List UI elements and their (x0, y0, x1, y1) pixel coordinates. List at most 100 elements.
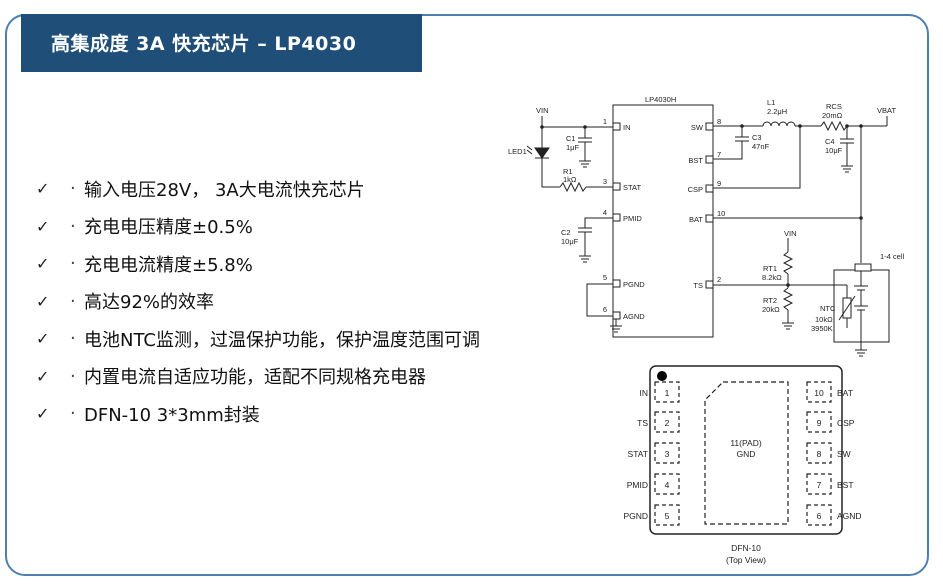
check-icon: ✓ (36, 404, 50, 424)
pin-number: 3 (665, 449, 670, 459)
r1-value: 1kΩ (563, 175, 577, 184)
pin-name: AGND (623, 312, 645, 321)
pin-name: PGND (623, 280, 645, 289)
c4-value: 10μF (825, 146, 843, 155)
pin-name: CSP (837, 418, 855, 428)
pin-number: 1 (603, 117, 607, 126)
feature-text: DFN-10 3*3mm封装 (84, 404, 260, 426)
page-title: 高集成度 3A 快充芯片 – LP4030 (51, 33, 357, 55)
c3-value: 47nF (752, 142, 770, 151)
r1-label: R1 (563, 167, 573, 176)
feature-list: ✓ · 输入电压28V， 3A大电流快充芯片 ✓ · 充电电压精度±0.5% ✓ · 充电电… (36, 170, 480, 433)
check-icon: ✓ (36, 216, 50, 236)
feature-text: 充电电流精度±5.8% (84, 254, 253, 276)
rt2-value: 20kΩ (762, 305, 780, 314)
check-icon: ✓ (36, 254, 50, 274)
pin-name: TS (637, 418, 648, 428)
check-icon: ✓ (36, 329, 50, 349)
pin-number: 5 (603, 273, 607, 282)
c4-label: C4 (825, 137, 835, 146)
rt1-label: RT1 (763, 264, 777, 273)
bullet-dot: · (70, 253, 76, 275)
feature-text: 充电电压精度±0.5% (84, 217, 253, 239)
vbat-label: VBAT (877, 106, 896, 115)
feature-item: ✓·DFN-10 3*3mm封装 (36, 395, 480, 433)
pin-name: BST (837, 480, 854, 490)
pin-number: 5 (665, 511, 670, 521)
ntc-label: NTC (820, 304, 836, 313)
rcs-value: 20mΩ (822, 111, 843, 120)
application-schematic: LP4030H VIN VBAT VIN LED1 C1 1μF R1 1kΩ … (508, 95, 905, 357)
pin1-marker (657, 371, 667, 381)
pin-number: 6 (817, 511, 822, 521)
pin-name: BAT (689, 215, 703, 224)
ts-supply-label: VIN (784, 229, 797, 238)
c1-value: 1μF (566, 143, 579, 152)
feature-text: 电池NTC监测，过温保护功能，保护温度范围可调 (84, 329, 480, 351)
bullet-dot: · (70, 178, 76, 200)
pin-name: AGND (837, 511, 862, 521)
pin-name: IN (623, 123, 631, 132)
package-label: DFN-10 (731, 543, 761, 553)
c2-label: C2 (561, 228, 571, 237)
pin-name: BAT (837, 388, 853, 398)
pin-name: BST (688, 156, 703, 165)
pin-name: PGND (623, 511, 648, 521)
bullet-dot: · (70, 365, 76, 387)
feature-item: ✓ · 输入电压28V， 3A大电流快充芯片 (36, 170, 480, 208)
check-icon: ✓ (36, 179, 50, 199)
pin-number: 1 (665, 388, 670, 398)
package-outline (649, 365, 843, 535)
chip-label: LP4030H (645, 95, 676, 104)
vin-label: VIN (536, 106, 549, 115)
l1-value: 2.2μH (767, 107, 787, 116)
pin-number: 7 (817, 480, 822, 490)
pin-number: 9 (817, 418, 822, 428)
bullet-dot: · (70, 215, 76, 237)
led-label: LED1 (508, 147, 527, 156)
feature-text: 输入电压28V， 3A大电流快充芯片 (84, 179, 365, 201)
check-icon: ✓ (36, 366, 50, 386)
ntc-value: 10kΩ (815, 315, 833, 324)
feature-text: 内置电流自适应功能，适配不同规格充电器 (84, 367, 426, 389)
bullet-dot: · (70, 328, 76, 350)
pad-label: 11(PAD) (730, 438, 762, 448)
feature-item: ✓ · 充电电流精度±5.8% (36, 245, 480, 283)
bullet-dot: · (70, 290, 76, 312)
c1-label: C1 (566, 134, 576, 143)
pin-name: STAT (623, 183, 641, 192)
pin-name: CSP (688, 185, 703, 194)
title-banner: 高集成度 3A 快充芯片 – LP4030 (21, 14, 422, 72)
pin-name: SW (691, 123, 704, 132)
pin-number: 2 (717, 275, 721, 284)
feature-item: ✓ · 充电电压精度±0.5% (36, 208, 480, 246)
view-label: (Top View) (726, 555, 766, 565)
pin-name: PMID (627, 480, 648, 490)
cell-label: 1-4 cell (880, 252, 905, 261)
feature-item: ✓ · 内置电流自适应功能，适配不同规格充电器 (36, 358, 480, 396)
pin-number: 2 (665, 418, 670, 428)
ntc-beta: 3950K (811, 324, 833, 333)
pin-name: SW (837, 449, 851, 459)
pin-number: 7 (717, 150, 721, 159)
pin-number: 4 (665, 480, 670, 490)
pin-number: 9 (717, 179, 721, 188)
package-pinout: IN 1 TS 2 STAT 3 PMID 4 PGND 5 10 BAT 9 … (623, 365, 862, 565)
pin-number: 3 (603, 177, 607, 186)
feature-item: ✓ · 高达92%的效率 (36, 283, 480, 321)
pin-number: 10 (717, 209, 725, 218)
check-icon: ✓ (36, 291, 50, 311)
pin-name: STAT (628, 449, 648, 459)
rcs-label: RCS (826, 102, 842, 111)
pin-number: 8 (817, 449, 822, 459)
feature-item: ✓ · 电池NTC监测，过温保护功能，保护温度范围可调 (36, 320, 480, 358)
c3-label: C3 (752, 133, 762, 142)
pin-name: IN (640, 388, 649, 398)
pin-name: PMID (623, 214, 642, 223)
pin-name: TS (693, 281, 703, 290)
l1-label: L1 (767, 98, 775, 107)
pin-number: 6 (603, 305, 607, 314)
pin-number: 8 (717, 117, 721, 126)
feature-text: 高达92%的效率 (84, 292, 215, 314)
pin-number: 4 (603, 208, 607, 217)
